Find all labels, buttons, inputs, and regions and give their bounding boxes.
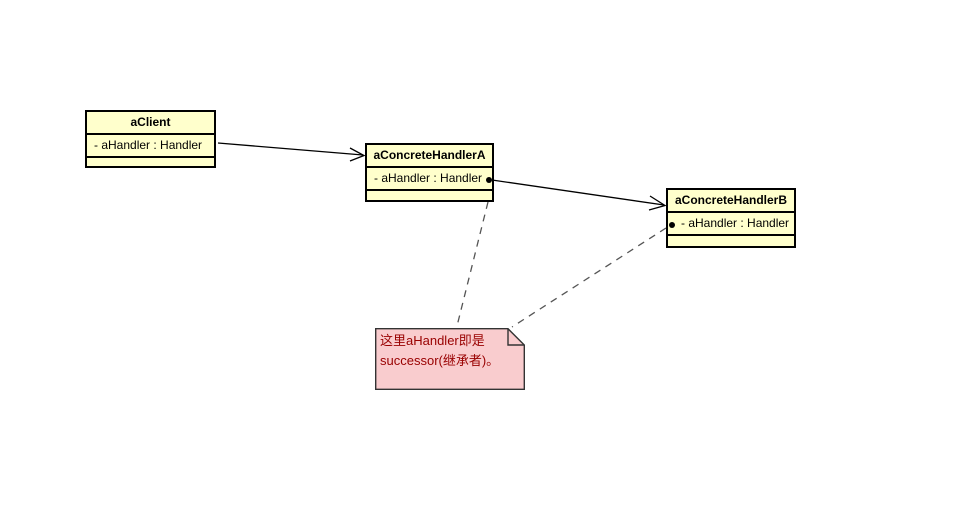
note-folded-corner-icon: [507, 328, 525, 346]
uml-note-successor[interactable]: 这里aHandler即是 successor(继承者)。: [375, 328, 525, 390]
uml-class-title: aClient: [87, 112, 214, 135]
uml-operations-compartment: [87, 158, 214, 173]
uml-attributes-compartment: - aHandler : Handler: [87, 135, 214, 158]
uml-attribute-row: - aHandler : Handler: [374, 171, 483, 185]
edge-line: [491, 179, 665, 206]
association-end-dot-handlera: [486, 177, 492, 183]
uml-class-aclient[interactable]: aClient - aHandler : Handler: [85, 110, 216, 168]
anchor-note-to-handlerB[interactable]: [511, 227, 667, 328]
note-text: 这里aHandler即是 successor(继承者)。: [380, 333, 500, 368]
uml-class-aconcretehandlerb[interactable]: aConcreteHandlerB - aHandler : Handler: [666, 188, 796, 248]
uml-class-title: aConcreteHandlerA: [367, 145, 492, 168]
uml-class-title: aConcreteHandlerB: [668, 190, 794, 213]
uml-operations-compartment: [668, 236, 794, 251]
association-end-dot-handlerb: [669, 222, 675, 228]
edge-handlerA-to-handlerB[interactable]: [491, 179, 667, 211]
uml-attributes-compartment: - aHandler : Handler: [668, 213, 794, 236]
open-arrowhead-icon: [648, 195, 667, 211]
uml-attributes-compartment: - aHandler : Handler: [367, 168, 492, 191]
anchor-line: [455, 201, 489, 331]
edge-client-to-handlerA[interactable]: [217, 142, 366, 162]
uml-operations-compartment: [367, 191, 492, 206]
open-arrowhead-icon: [349, 147, 366, 162]
edge-line: [217, 142, 364, 156]
uml-attribute-row: - aHandler : Handler: [94, 138, 203, 152]
uml-attribute-row: - aHandler : Handler: [681, 216, 790, 230]
anchor-note-to-handlerA[interactable]: [455, 201, 489, 331]
anchor-line: [511, 227, 667, 328]
uml-class-aconcretehandlera[interactable]: aConcreteHandlerA - aHandler : Handler: [365, 143, 494, 202]
